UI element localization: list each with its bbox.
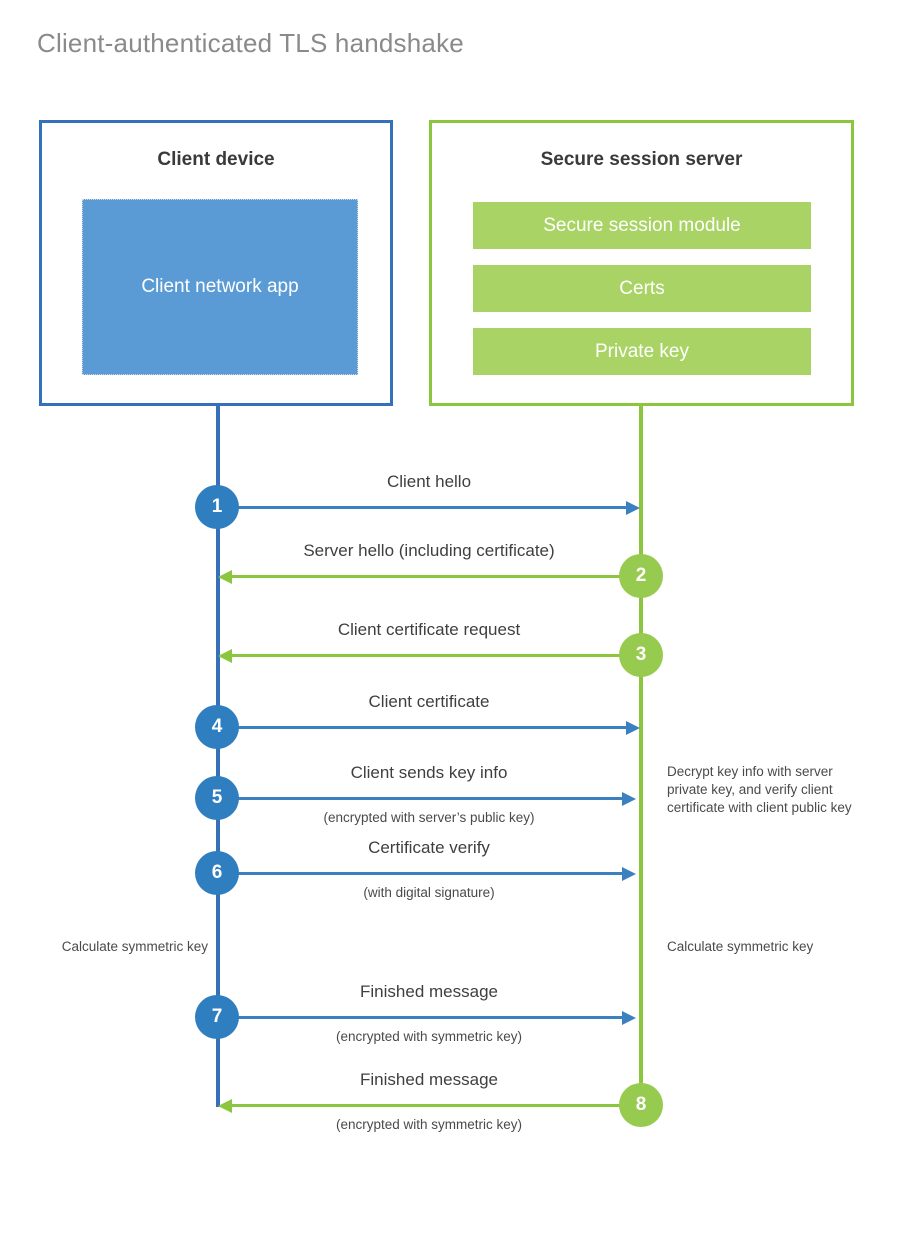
- step-4-badge: 4: [195, 705, 239, 749]
- client-device-title: Client device: [157, 149, 275, 170]
- client-device-box: Client device Client network app: [39, 120, 393, 406]
- server-component-private-key: Private key: [473, 328, 811, 375]
- step-1-arrow-line: [218, 506, 626, 509]
- step-8-arrow-line: [232, 1104, 642, 1107]
- step-7-arrow-line: [218, 1016, 622, 1019]
- step-4-label: Client certificate: [368, 692, 490, 711]
- step-8-arrow-head-icon: [218, 1099, 232, 1113]
- step-5-label: Client sends key info: [350, 763, 508, 782]
- client-lifeline: [216, 406, 220, 1107]
- step-6-badge: 6: [195, 851, 239, 895]
- step-3-arrow-line: [232, 654, 642, 657]
- step-4-arrow-head-icon: [626, 721, 640, 735]
- step-6-label: Certificate verify: [368, 838, 490, 857]
- server-lifeline: [639, 406, 643, 1105]
- step-1-arrow-head-icon: [626, 501, 640, 515]
- step-6-sublabel: (with digital signature): [363, 885, 495, 900]
- note-server-calculate-symmetric-key: Calculate symmetric key: [667, 939, 814, 954]
- step-2-arrow-line: [232, 575, 642, 578]
- client-network-app-block: Client network app: [82, 199, 358, 375]
- server-component-certs: Certs: [473, 265, 811, 312]
- note-client-calculate-symmetric-key: Calculate symmetric key: [61, 939, 208, 954]
- step-5-arrow-head-icon: [622, 792, 636, 806]
- step-7-badge: 7: [195, 995, 239, 1039]
- step-2-arrow-head-icon: [218, 570, 232, 584]
- step-6-arrow-line: [218, 872, 622, 875]
- step-5-arrow-line: [218, 797, 622, 800]
- step-5-sublabel: (encrypted with server’s public key): [323, 810, 535, 825]
- secure-session-server-box: Secure session server Secure session mod…: [429, 120, 854, 406]
- note-server-decrypt: Decrypt key info with server private key…: [667, 764, 852, 815]
- step-3-badge: 3: [619, 633, 663, 677]
- step-7-label: Finished message: [360, 982, 498, 1001]
- step-1-label: Client hello: [386, 472, 472, 491]
- step-5-badge: 5: [195, 776, 239, 820]
- step-7-arrow-head-icon: [622, 1011, 636, 1025]
- step-8-sublabel: (encrypted with symmetric key): [335, 1117, 523, 1132]
- step-2-badge: 2: [619, 554, 663, 598]
- step-7-sublabel: (encrypted with symmetric key): [335, 1029, 523, 1044]
- step-1-badge: 1: [195, 485, 239, 529]
- step-3-arrow-head-icon: [218, 649, 232, 663]
- step-2-label: Server hello (including certificate): [303, 541, 555, 560]
- step-8-label: Finished message: [360, 1070, 498, 1089]
- step-6-arrow-head-icon: [622, 867, 636, 881]
- step-3-label: Client certificate request: [337, 620, 521, 639]
- server-component-secure-session-module: Secure session module: [473, 202, 811, 249]
- page-title: Client-authenticated TLS handshake: [37, 28, 464, 58]
- step-8-badge: 8: [619, 1083, 663, 1127]
- step-4-arrow-line: [218, 726, 626, 729]
- secure-session-server-title: Secure session server: [540, 149, 743, 170]
